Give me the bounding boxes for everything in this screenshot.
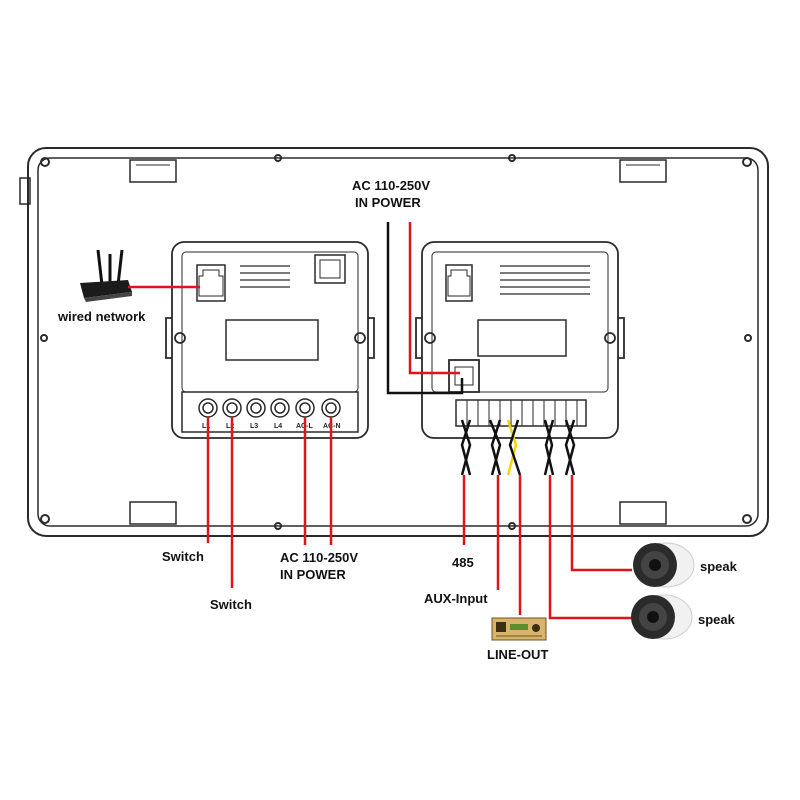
ac-power-bottom-label-line2: IN POWER bbox=[280, 567, 346, 582]
terminal-label: L3 bbox=[250, 423, 258, 430]
wired-network-label: wired network bbox=[58, 309, 146, 324]
ac-power-top-label-line2: IN POWER bbox=[355, 195, 421, 210]
left-module bbox=[165, 241, 375, 439]
speaker-wire-2 bbox=[548, 475, 632, 620]
speaker-icon bbox=[633, 542, 695, 588]
wires bbox=[128, 222, 632, 620]
ac-power-wire-black bbox=[386, 222, 464, 395]
speaker-wire-1 bbox=[570, 475, 632, 572]
rs485-label: 485 bbox=[452, 555, 474, 570]
aux-input-label: AUX-Input bbox=[424, 591, 488, 606]
terminal-label: L1 bbox=[202, 423, 210, 430]
ac-power-bottom-label-line1: AC 110-250V bbox=[280, 550, 359, 565]
speaker-label-2: speak bbox=[698, 612, 735, 627]
speaker-icon bbox=[631, 594, 693, 640]
ac-power-top-label-line1: AC 110-250V bbox=[352, 178, 431, 193]
left-terminal-labels: L1 L2 L3 L4 AC-L AC-N bbox=[202, 423, 341, 430]
switch-label-1: Switch bbox=[162, 549, 204, 564]
outer-panel bbox=[19, 147, 769, 537]
switch-label-2: Switch bbox=[210, 597, 252, 612]
terminal-label: L2 bbox=[226, 423, 234, 430]
line-out-label: LINE-OUT bbox=[487, 647, 549, 662]
right-module bbox=[415, 241, 625, 439]
speaker-label-1: speak bbox=[700, 559, 737, 574]
router-icon bbox=[80, 249, 132, 302]
ac-power-wire-red bbox=[408, 222, 460, 375]
left-terminals bbox=[198, 398, 341, 418]
terminal-label: L4 bbox=[274, 423, 282, 430]
amplifier-icon bbox=[491, 617, 547, 641]
